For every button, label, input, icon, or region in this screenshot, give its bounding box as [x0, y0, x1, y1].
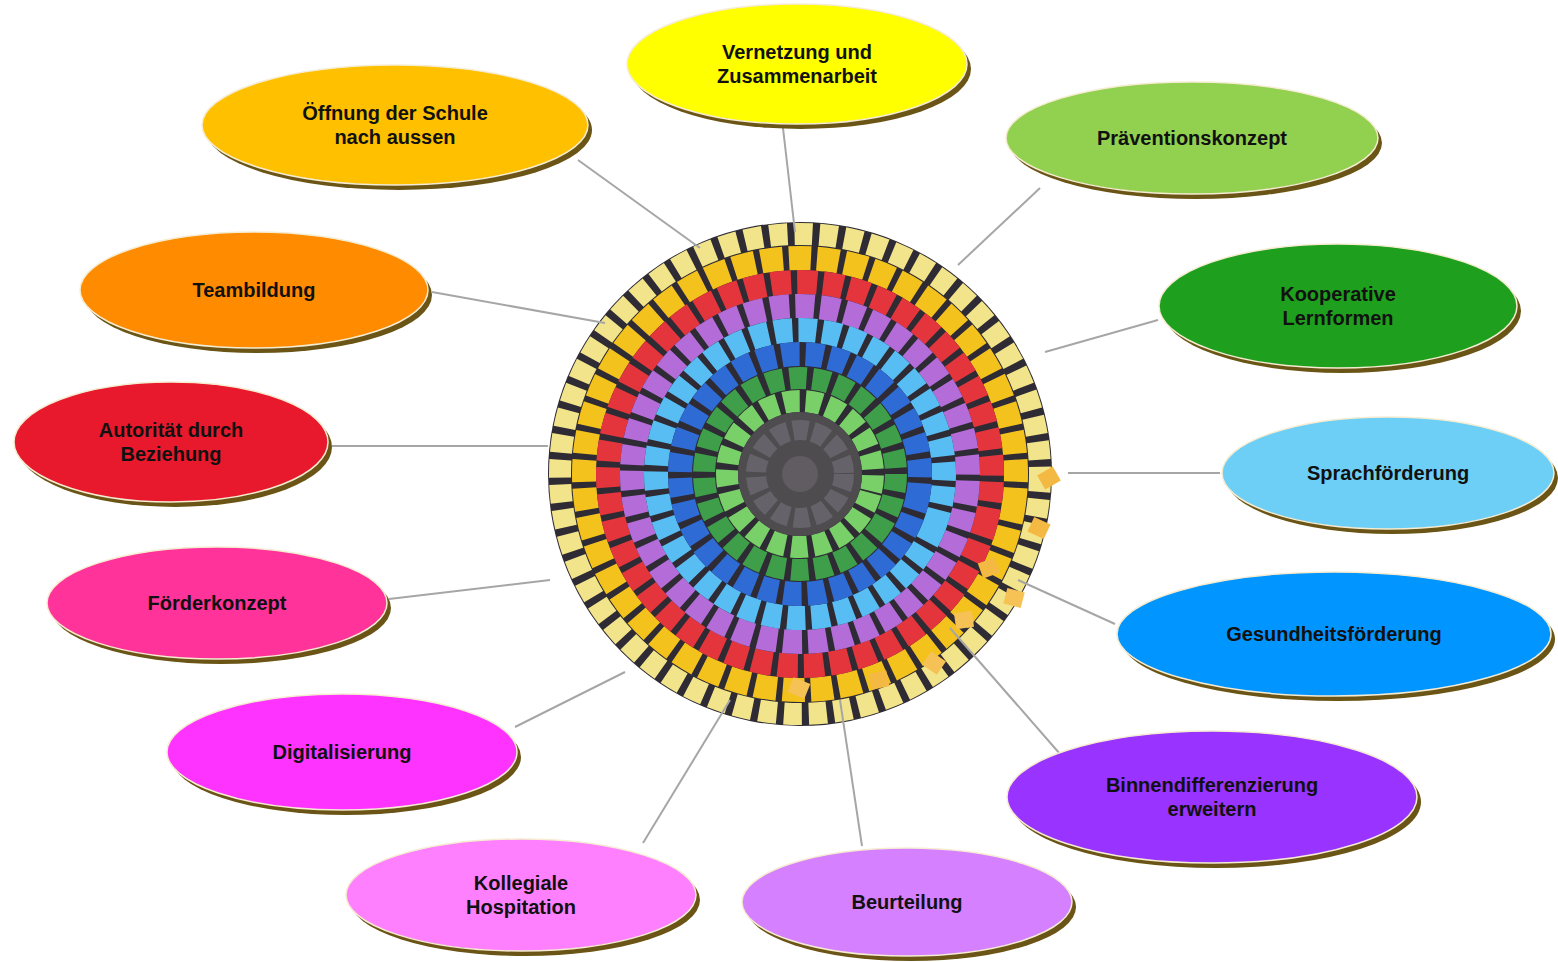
- topic-ellipse: Autorität durch Beziehung: [12, 380, 330, 504]
- paper-sheet: [1003, 588, 1025, 608]
- topic-ellipse: Präventionskonzept: [1004, 80, 1380, 196]
- ellipse-fill: [14, 382, 328, 502]
- mosaic-ring: [756, 430, 844, 518]
- topic-ellipse: Beurteilung: [740, 846, 1074, 958]
- ellipse-fill: [167, 694, 517, 810]
- leader-line: [515, 672, 625, 727]
- mosaic-center: [738, 412, 862, 536]
- mosaic-ring: [559, 233, 1040, 714]
- leader-line: [1018, 580, 1115, 624]
- topic-ellipse: Förderkonzept: [45, 545, 389, 661]
- leader-line: [1068, 472, 1220, 474]
- ellipse-fill: [80, 232, 428, 348]
- mosaic-center: [782, 456, 818, 492]
- topic-label: Beurteilung: [851, 890, 962, 914]
- mosaic-ring: [669, 343, 931, 605]
- leader-line: [332, 445, 548, 447]
- leader-line: [958, 188, 1040, 265]
- paper-sheet: [954, 611, 974, 629]
- scattered-papers: [788, 467, 1061, 699]
- topic-label: Förderkonzept: [148, 591, 287, 615]
- ellipse-fill: [1222, 417, 1554, 529]
- topic-label: Digitalisierung: [273, 740, 412, 764]
- ellipse-shape: [625, 2, 969, 126]
- topic-ellipse: Kollegiale Hospitation: [344, 837, 698, 953]
- leader-line: [783, 128, 795, 232]
- leader-line: [578, 160, 700, 248]
- ellipse-fill: [1159, 244, 1517, 368]
- ellipse-fill: [1007, 731, 1417, 863]
- topic-ellipse: Öffnung der Schule nach aussen: [200, 63, 590, 187]
- topic-ellipse: Kooperative Lernformen: [1157, 242, 1519, 370]
- ellipse-fill: [202, 65, 588, 185]
- ellipse-shape: [344, 837, 698, 953]
- paper-sheet: [978, 557, 1000, 578]
- ellipse-fill: [1117, 572, 1551, 696]
- topic-ellipse: Teambildung: [78, 230, 430, 350]
- topic-label: Autorität durch Beziehung: [89, 418, 254, 466]
- mosaic-ring: [570, 244, 1031, 705]
- mosaic-ring: [711, 385, 890, 564]
- mosaic-ring: [560, 234, 1040, 714]
- topic-label: Binnendifferenzierung erweitern: [1092, 773, 1332, 821]
- paper-mosaic: [548, 222, 1052, 726]
- leader-line: [1045, 320, 1158, 352]
- topic-label: Kollegiale Hospitation: [456, 871, 586, 919]
- paper-sheet: [788, 677, 811, 699]
- ellipse-fill: [346, 839, 696, 951]
- ellipse-fill: [742, 848, 1072, 956]
- mosaic-ring: [614, 288, 986, 660]
- ellipse-shape: [12, 380, 330, 504]
- paper-sheet: [1027, 517, 1050, 539]
- mosaic-ring: [663, 337, 938, 612]
- topic-label: Öffnung der Schule nach aussen: [288, 101, 503, 149]
- leader-line: [643, 700, 730, 843]
- topic-ellipse: Gesundheitsförderung: [1115, 570, 1553, 698]
- paper-sheet: [922, 651, 946, 674]
- paper-sheet: [1037, 467, 1061, 490]
- ellipse-fill: [627, 4, 967, 124]
- mosaic-ring: [621, 295, 980, 654]
- topic-label: Vernetzung und Zusammenarbeit: [707, 40, 887, 88]
- ellipse-shape: [200, 63, 590, 187]
- paper-sheet: [869, 670, 890, 689]
- ellipse-shape: [1157, 242, 1519, 370]
- topic-ellipse: Digitalisierung: [165, 692, 519, 812]
- topic-label: Kooperative Lernformen: [1268, 282, 1408, 330]
- leader-line: [950, 628, 1060, 754]
- ellipse-fill: [47, 547, 387, 659]
- leader-line: [389, 580, 550, 599]
- ellipse-shape: [1005, 729, 1419, 865]
- topic-ellipse: Sprachförderung: [1220, 415, 1556, 531]
- topic-ellipse: Vernetzung und Zusammenarbeit: [625, 2, 969, 126]
- leader-line: [432, 292, 605, 323]
- leader-line: [840, 700, 862, 846]
- topic-ellipse: Binnendifferenzierung erweitern: [1005, 729, 1419, 865]
- topic-label: Sprachförderung: [1307, 461, 1469, 485]
- topic-label: Präventionskonzept: [1097, 126, 1287, 150]
- topic-label: Teambildung: [193, 278, 316, 302]
- topic-label: Gesundheitsförderung: [1226, 622, 1442, 646]
- crowd-ground: [548, 222, 1052, 726]
- ellipse-fill: [1006, 82, 1378, 194]
